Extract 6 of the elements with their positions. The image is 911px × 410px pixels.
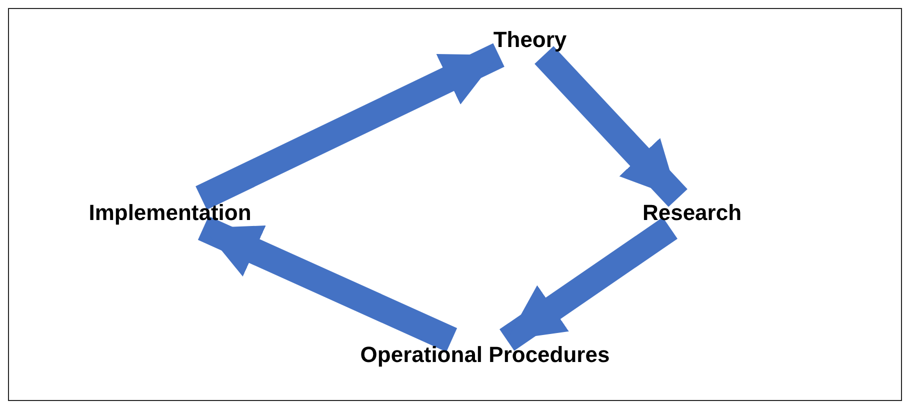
node-label: Implementation xyxy=(84,198,256,228)
node-label: Operational Procedures xyxy=(356,340,614,370)
block-arrow xyxy=(500,217,678,351)
block-arrow xyxy=(196,43,504,210)
node-label: Research xyxy=(638,198,746,228)
node-label: Theory xyxy=(489,25,571,55)
